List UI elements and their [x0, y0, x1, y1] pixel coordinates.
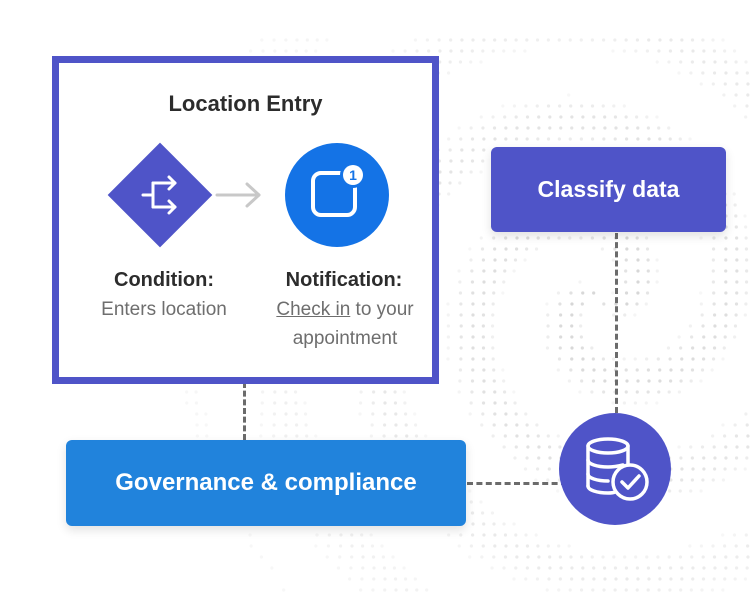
notification-title: Notification: [285, 269, 403, 291]
governance-compliance-node: Governance & compliance [66, 440, 466, 526]
notification-badge-icon: 1 [311, 162, 366, 217]
notification-text: Check in to your appointment [247, 295, 443, 353]
notification-circle [285, 143, 389, 247]
database-circle [559, 413, 671, 525]
location-entry-card: Location Entry 1 Conditio [52, 56, 439, 384]
connector-card-to-governance [243, 382, 246, 440]
notification-badge-count: 1 [349, 167, 357, 183]
connector-classify-to-database [615, 233, 618, 413]
connector-governance-to-database [467, 482, 567, 485]
classify-data-node: Classify data [491, 147, 726, 232]
notification-text-line2: appointment [292, 328, 398, 349]
arrow-right-icon [215, 182, 261, 208]
branch-arrows-icon [141, 175, 177, 215]
condition-text: Enters location [101, 299, 227, 320]
check-in-link[interactable]: Check in [276, 299, 351, 320]
database-check-icon [586, 437, 649, 501]
notification-text-after-link: to your [350, 299, 414, 320]
condition-title: Condition: [114, 269, 214, 291]
card-title: Location Entry [168, 91, 323, 116]
